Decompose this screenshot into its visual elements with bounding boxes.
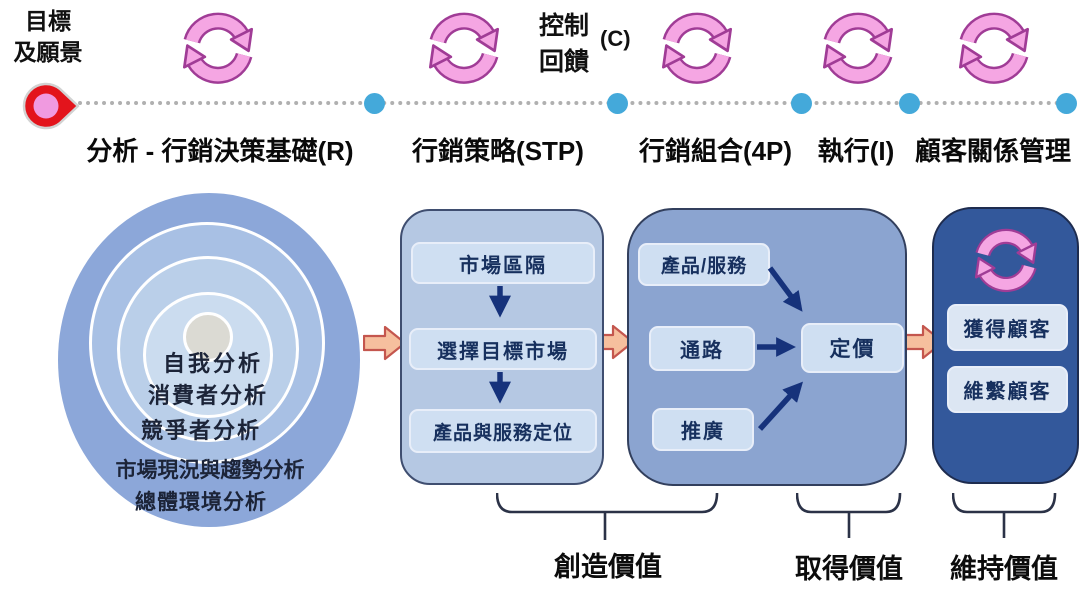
ring-label-consumer: 消費者分析 — [147, 383, 268, 408]
control-line1: 控制 — [538, 12, 589, 40]
mix-product-service: 產品/服務 — [638, 243, 770, 286]
timeline-dot — [364, 93, 385, 114]
header-crm: 顧客關係管理 — [914, 136, 1071, 166]
mix-pricing: 定價 — [801, 323, 904, 373]
mix-place: 通路 — [649, 326, 755, 371]
value-create-label: 創造價值 — [554, 552, 662, 582]
ring-label-competitor: 競爭者分析 — [140, 418, 261, 443]
control-feedback-label: 控制 回饋 — [529, 9, 599, 80]
location-pin-icon — [22, 82, 80, 130]
timeline-dot — [791, 93, 812, 114]
header-strategy: 行銷策略(STP) — [412, 136, 584, 166]
timeline-dotted-line — [62, 101, 1076, 105]
mix-promotion: 推廣 — [652, 408, 754, 451]
analysis-ring-center — [183, 312, 233, 362]
value-sustain-label: 維持價值 — [950, 554, 1058, 584]
timeline-dot — [899, 93, 920, 114]
step-target-market: 選擇目標市場 — [409, 328, 597, 370]
cycle-arrows-icon — [428, 12, 500, 84]
step-positioning: 產品與服務定位 — [409, 409, 597, 453]
header-execution: 執行(I) — [817, 136, 895, 166]
brace-create-value — [496, 492, 719, 540]
crm-box: 獲得顧客 維繫顧客 — [932, 207, 1079, 484]
cycle-arrows-icon — [974, 228, 1038, 293]
cycle-arrows-icon — [182, 12, 254, 84]
goal-line1: 目標 — [25, 8, 71, 34]
timeline-dot — [1056, 93, 1077, 114]
crm-retain-customers: 維繫顧客 — [947, 366, 1068, 413]
ring-label-environment: 總體環境分析 — [135, 491, 267, 514]
strategy-box: 市場區隔 選擇目標市場 產品與服務定位 — [400, 209, 604, 485]
header-mix: 行銷組合(4P) — [638, 136, 793, 166]
step-market-segmentation: 市場區隔 — [411, 242, 595, 284]
ring-label-market: 市場現況與趨勢分析 — [115, 459, 305, 482]
cycle-arrows-icon — [822, 12, 894, 84]
goal-line2: 及願景 — [13, 39, 83, 66]
header-analysis: 分析 - 行銷決策基礎(R) — [86, 136, 354, 166]
goal-vision-label: 目標 及願景 — [4, 6, 92, 68]
stage-arrow-icon — [363, 325, 407, 361]
cycle-arrows-icon — [958, 12, 1030, 84]
crm-acquire-customers: 獲得顧客 — [947, 304, 1068, 351]
timeline-dot — [607, 93, 628, 114]
mix-box: 產品/服務 通路 推廣 定價 — [627, 208, 907, 486]
control-feedback-code: (C) — [600, 26, 631, 51]
ring-label-self: 自我分析 — [162, 351, 263, 376]
brace-capture-value — [796, 492, 902, 538]
value-capture-label: 取得價值 — [795, 554, 903, 584]
control-line2: 回饋 — [538, 47, 589, 76]
cycle-arrows-icon — [661, 12, 733, 84]
brace-sustain-value — [952, 492, 1057, 538]
